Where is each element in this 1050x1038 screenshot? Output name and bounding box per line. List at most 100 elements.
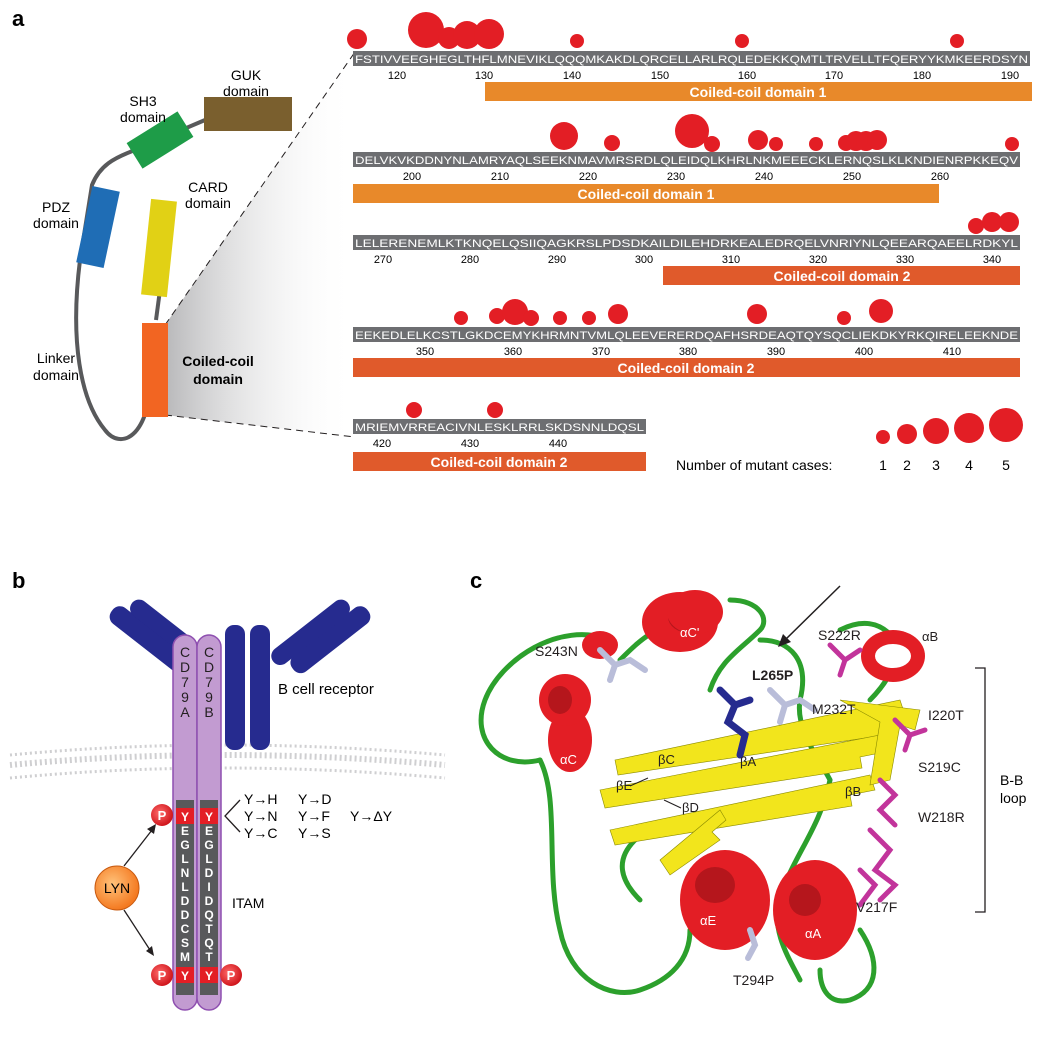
ss-label-ba: βA xyxy=(740,754,756,769)
mutation-label-t294p: T294P xyxy=(733,972,774,988)
pdz-domain-box xyxy=(76,185,120,269)
tick-label: 180 xyxy=(913,70,931,82)
ss-label-ac-prime: αC' xyxy=(680,625,699,640)
pdz-label-1: PDZ xyxy=(42,199,70,215)
mutation-dot xyxy=(675,114,709,148)
panel-a-label: a xyxy=(12,6,25,31)
itam-b-residue: Y xyxy=(205,810,213,824)
cd79a-letter: 9 xyxy=(181,689,189,705)
mutation-dot xyxy=(950,34,964,48)
strand-bd xyxy=(609,774,876,846)
tick-label: 140 xyxy=(563,70,581,82)
zoom-cone xyxy=(165,52,355,437)
lyn-label: LYN xyxy=(104,880,130,896)
mutation-label-v217f: V217F xyxy=(856,899,897,915)
sequence-ticks: 420 430 440 xyxy=(373,438,567,450)
card-label-2: domain xyxy=(185,195,231,211)
mutation-dot xyxy=(869,299,893,323)
ss-label-bb: βB xyxy=(845,784,861,799)
itam-a-residue: Y xyxy=(181,969,189,983)
ss-label-ac: αC xyxy=(560,752,577,767)
helix-ab xyxy=(861,630,925,682)
itam-a-residue: S xyxy=(181,936,189,950)
cd79a-letter: A xyxy=(180,704,190,720)
sh3-label-2: domain xyxy=(120,109,166,125)
mutation-bracket xyxy=(224,799,241,833)
cd79b-letter: C xyxy=(204,644,214,660)
itam-b-residue: T xyxy=(205,950,213,964)
cd79b-label: C D 7 9 B xyxy=(204,644,214,720)
cd79b-letter: 9 xyxy=(205,689,213,705)
itam-a-residue: D xyxy=(181,894,190,908)
itam-a-sequence: Y E G L N L D D C S M Y xyxy=(180,810,190,983)
lyn-arrow-down xyxy=(123,909,151,951)
lyn-arrow-up xyxy=(123,829,153,867)
coiled-coil-label: Coiled-coil domain 2 xyxy=(618,360,755,376)
phospho-label: P xyxy=(227,968,236,983)
itam-b-residue: G xyxy=(204,838,213,852)
phospho-badge xyxy=(151,964,173,986)
legend-dot-4 xyxy=(954,413,984,443)
card-label-1: CARD xyxy=(188,179,228,195)
mutation-dot xyxy=(769,137,783,151)
itam-b-residue: L xyxy=(205,852,212,866)
sequence-text: MRIEMVRREACIVNLESKLRRLSKDSNNLDQSL xyxy=(355,422,644,434)
mutation-dot xyxy=(704,136,720,152)
sequence-ticks: 200 210 220 230 240 250 260 xyxy=(403,171,949,183)
mutation-label: Y→D xyxy=(298,791,331,807)
itam-a-segment xyxy=(176,800,194,995)
cd79b-mutations: Y→H Y→D Y→N Y→F Y→ΔY Y→C Y→S xyxy=(244,791,393,841)
mutation-dots-row-2 xyxy=(550,114,1019,152)
coiled-coil-bar xyxy=(353,452,646,471)
tick-label: 400 xyxy=(855,346,873,358)
be-pointer xyxy=(629,777,649,787)
mutation-dot xyxy=(502,299,528,325)
sequence-text: EEKEDLELKCSTLGKDCEMYKHRMNTVMLQLEEVERERDQ… xyxy=(355,330,1018,342)
magenta-side-chains xyxy=(827,642,928,908)
itam-b-residue: T xyxy=(205,922,213,936)
mutation-dots-row-1 xyxy=(347,12,964,49)
tick-label: 170 xyxy=(825,70,843,82)
mutation-dots-row-5 xyxy=(406,402,503,418)
strand-be xyxy=(659,809,727,876)
tick-label: 360 xyxy=(504,346,522,358)
mutation-dot xyxy=(489,308,505,324)
tick-label: 120 xyxy=(388,70,406,82)
linker-label-2: domain xyxy=(33,367,79,383)
mutation-dot xyxy=(454,311,468,325)
mutation-dot xyxy=(582,311,596,325)
tick-label: 270 xyxy=(374,254,392,266)
tick-label: 420 xyxy=(373,438,391,450)
sequence-row-4: EEKEDLELKCSTLGKDCEMYKHRMNTVMLQLEEVERERDQ… xyxy=(353,299,1020,377)
bb-loop-bracket xyxy=(975,667,986,913)
ss-label-bc: βC xyxy=(658,752,675,767)
itam-a-residue: E xyxy=(181,824,189,838)
linker-label-1: Linker xyxy=(37,350,75,366)
tick-label: 220 xyxy=(579,171,597,183)
mutation-label-s219c: S219C xyxy=(918,759,961,775)
mutation-dot xyxy=(453,21,481,49)
coiled-coil-bar xyxy=(663,266,1020,285)
mutation-dots-row-3 xyxy=(968,212,1019,234)
mutation-dot xyxy=(553,311,567,325)
mutation-dot xyxy=(735,34,749,48)
tick-label: 300 xyxy=(635,254,653,266)
mutation-dot xyxy=(570,34,584,48)
cd79b-letter: D xyxy=(204,659,214,675)
itam-a-residue: L xyxy=(181,852,188,866)
coiled-coil-domain-box xyxy=(142,323,168,417)
cd79a-letter: D xyxy=(180,659,190,675)
mutation-label: Y→H xyxy=(244,791,277,807)
mutation-dot xyxy=(867,130,887,150)
tick-label: 380 xyxy=(679,346,697,358)
cell-membrane xyxy=(9,743,446,780)
sequence-text: DELVKVKDDNYNLAMRYAQLSEEKNMAVMRSRDLQLEIDQ… xyxy=(355,155,1019,167)
bb-loop-label-2: loop xyxy=(1000,790,1027,806)
legend-label: Number of mutant cases: xyxy=(676,457,832,473)
itam-b-segment xyxy=(200,800,218,995)
itam-b-residue: Q xyxy=(204,936,213,950)
legend-count-1: 1 xyxy=(879,457,887,473)
sequence-ticks: 270 280 290 300 310 320 330 340 xyxy=(374,254,1001,266)
bb-loop-label-1: B-B xyxy=(1000,772,1023,788)
mutation-label: Y→N xyxy=(244,808,277,824)
